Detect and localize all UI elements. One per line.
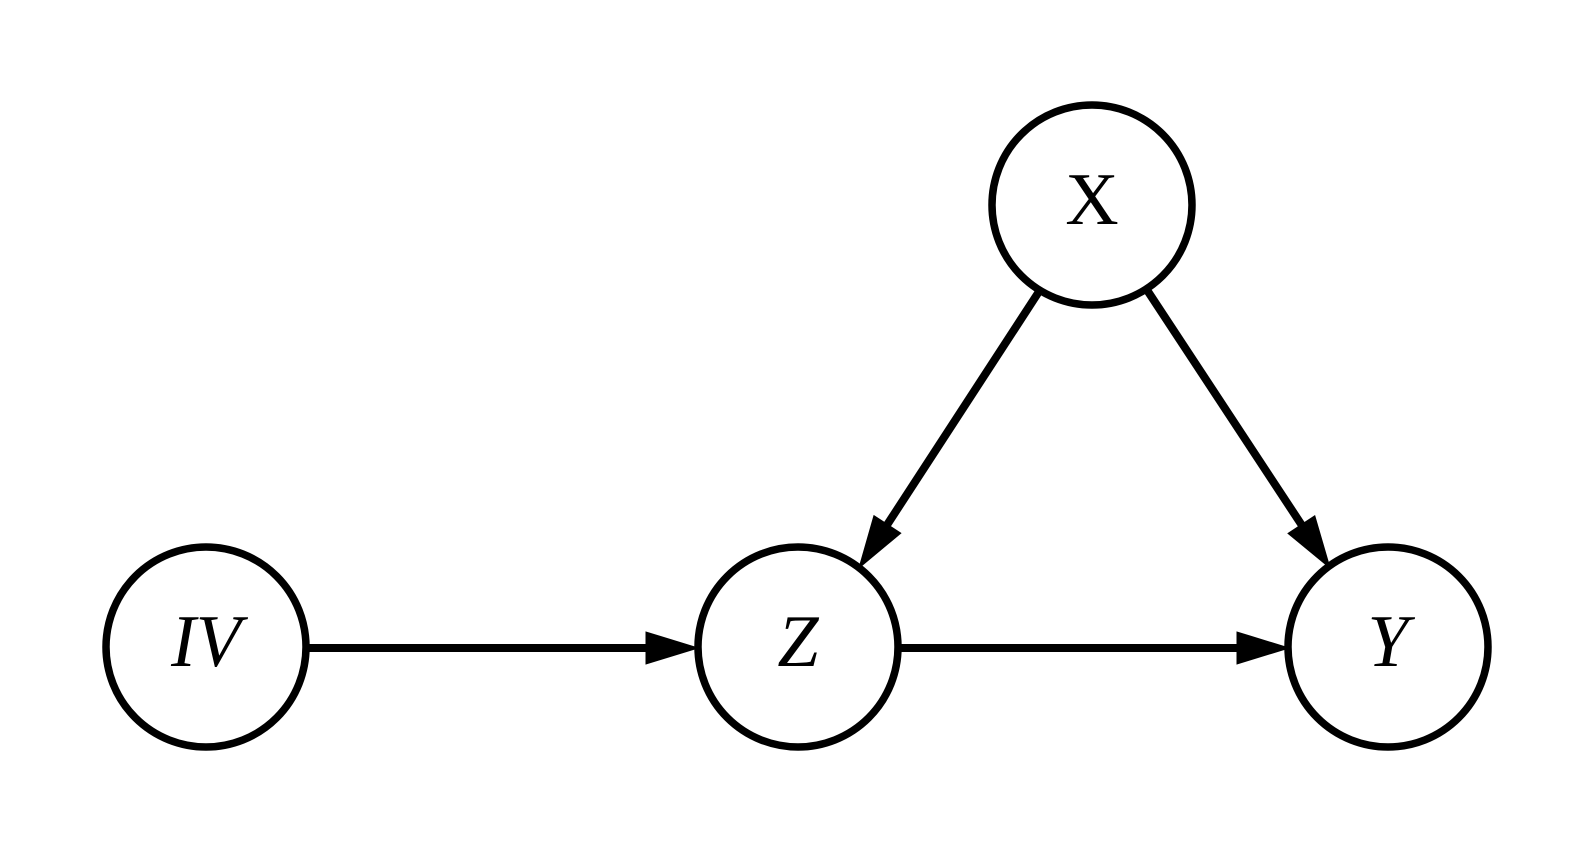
node-iv-circle — [102, 543, 310, 751]
node-z-label: Z — [777, 601, 819, 683]
edge-x-to-y[interactable] — [1143, 287, 1331, 570]
node-z-circle — [694, 543, 902, 751]
node-y[interactable]: Y — [1284, 543, 1492, 751]
node-y-label: Y — [1367, 601, 1415, 683]
node-x-circle — [988, 101, 1196, 309]
edge-x-to-y-line — [1143, 287, 1307, 530]
node-x-label: X — [1065, 159, 1118, 241]
edge-iv-to-z-arrowhead — [645, 631, 700, 665]
edge-x-to-z-line — [882, 287, 1044, 530]
node-iv[interactable]: IV — [102, 543, 310, 751]
node-iv-label: IV — [170, 601, 249, 683]
node-group: IV Z X Y — [102, 101, 1492, 751]
edge-iv-to-z[interactable] — [307, 631, 700, 665]
edge-z-to-y[interactable] — [899, 631, 1291, 665]
edge-x-to-y-arrowhead — [1287, 514, 1331, 570]
edge-z-to-y-arrowhead — [1236, 631, 1291, 665]
edge-x-to-z-arrowhead — [858, 514, 902, 570]
node-y-circle — [1284, 543, 1492, 751]
edge-x-to-z[interactable] — [858, 287, 1044, 570]
edge-group — [307, 287, 1331, 665]
node-z[interactable]: Z — [694, 543, 902, 751]
node-x[interactable]: X — [988, 101, 1196, 309]
